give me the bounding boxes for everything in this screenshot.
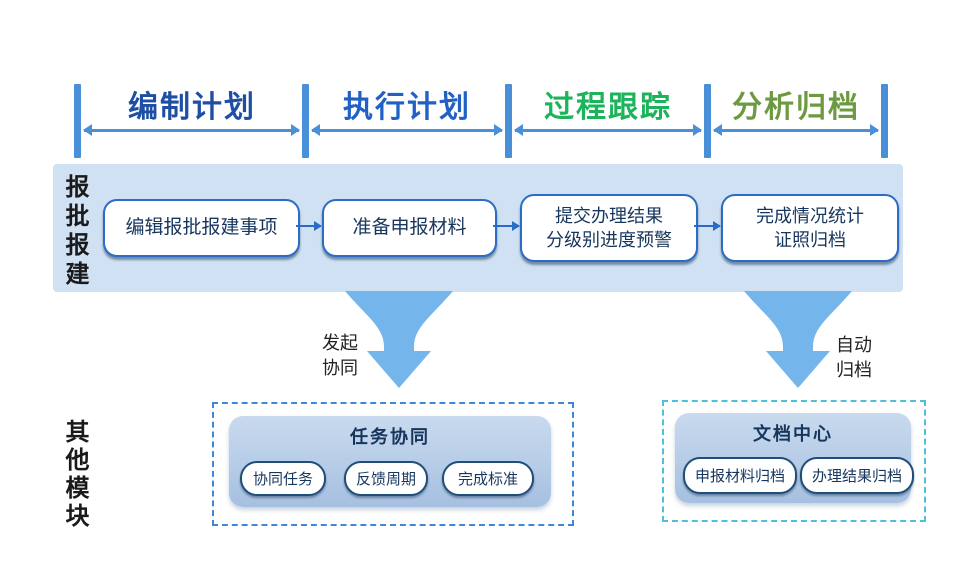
module-title: 文档中心: [753, 424, 833, 444]
span-arrow: [311, 124, 503, 136]
step-box-prepare-materials: 准备申报材料: [322, 199, 497, 257]
pill-feedback-cycle: 反馈周期: [344, 461, 428, 496]
pill-application-material-archive: 申报材料归档: [683, 457, 797, 494]
step-box-line: 编辑报批报建事项: [125, 217, 278, 239]
step-box-line: 提交办理结果: [555, 205, 663, 226]
step-box-line: 完成情况统计: [756, 205, 864, 226]
timeline-divider: [302, 84, 309, 158]
phase-label-execute: 执行计划: [343, 91, 471, 124]
connector-label-line: 协同: [322, 358, 358, 379]
funnel-arrow-collaboration: [345, 291, 453, 388]
step-arrow: [694, 221, 721, 231]
funnel-arrow-archive: [744, 291, 852, 388]
span-arrow: [83, 124, 300, 136]
module-document-center: 文档中心 申报材料归档 办理结果归档: [675, 413, 914, 503]
timeline-divider: [704, 84, 711, 158]
step-box-statistics-archive: 完成情况统计 证照归档: [721, 194, 899, 262]
band-side-label: 报批报建: [61, 174, 88, 290]
timeline-divider: [881, 84, 888, 158]
connector-label-auto-archive: 自动 归档: [836, 333, 872, 383]
module-task-collaboration: 任务协同 协同任务 反馈周期 完成标准: [229, 416, 551, 507]
span-arrow: [713, 124, 879, 136]
step-box-line: 分级别进度预警: [546, 230, 672, 250]
step-box-line: 准备申报材料: [352, 217, 467, 239]
step-arrow: [296, 221, 322, 231]
timeline-divider: [74, 84, 81, 158]
pill-collab-task: 协同任务: [240, 461, 326, 496]
timeline-divider: [505, 84, 512, 158]
span-arrow: [514, 124, 702, 136]
module-title: 任务协同: [350, 427, 430, 447]
connector-label-initiate-collaboration: 发起 协同: [322, 331, 358, 381]
phase-label-archive: 分析归档: [732, 91, 860, 124]
other-modules-side-label: 其他模块: [61, 419, 88, 531]
connector-label-line: 发起: [322, 333, 358, 353]
step-arrow: [493, 221, 520, 231]
step-box-submit-results: 提交办理结果 分级别进度预警: [520, 194, 698, 262]
pill-result-archive: 办理结果归档: [800, 457, 914, 494]
connector-label-line: 归档: [836, 360, 872, 381]
step-box-line: 证照归档: [774, 230, 846, 250]
phase-label-track: 过程跟踪: [544, 91, 672, 124]
pill-completion-standard: 完成标准: [442, 461, 534, 496]
step-box-edit-items: 编辑报批报建事项: [103, 199, 300, 257]
connector-label-line: 自动: [836, 335, 872, 355]
phase-label-plan: 编制计划: [128, 91, 256, 124]
